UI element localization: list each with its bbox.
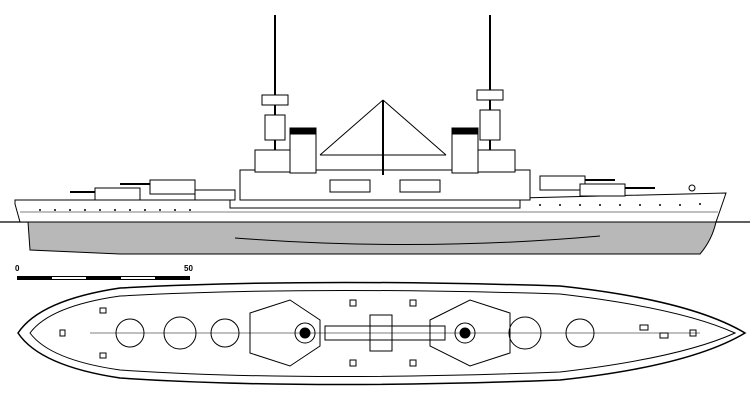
plan-turrets — [115, 299, 595, 367]
aft-funnel — [289, 127, 317, 174]
scale-start-label: 0 — [15, 264, 20, 273]
side-profile — [0, 15, 750, 255]
deck-outline — [17, 281, 747, 386]
boat-crane — [319, 99, 447, 175]
portholes — [39, 203, 701, 211]
fore-funnel — [451, 127, 479, 174]
superstructure — [239, 169, 531, 201]
fore-funnel-plan — [454, 322, 476, 344]
hull — [14, 192, 727, 223]
scale-end-label: 50 — [184, 264, 193, 273]
deck-fittings — [59, 299, 697, 367]
aft-funnel-plan — [294, 322, 316, 344]
plan-view — [17, 281, 747, 386]
bilge-keel — [234, 235, 601, 246]
turrets — [70, 175, 655, 201]
underwater-hull — [27, 221, 717, 255]
scale-bar — [17, 276, 190, 280]
